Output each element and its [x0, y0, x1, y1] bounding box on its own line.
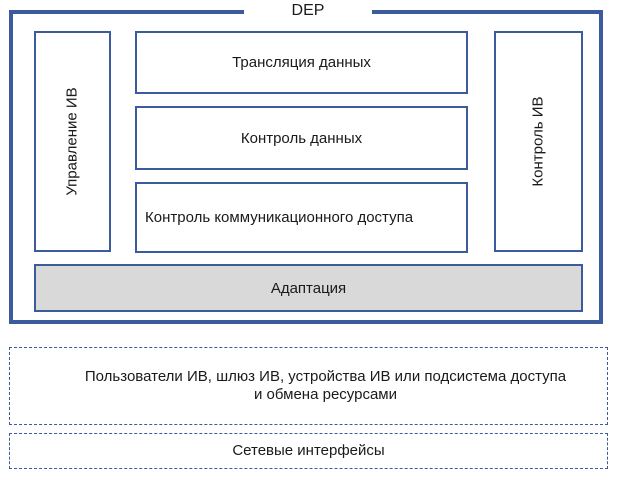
- users-gateway-line1: Пользователи ИВ, шлюз ИВ, устройства ИВ …: [84, 368, 567, 385]
- network-interfaces-label: Сетевые интерфейсы: [232, 442, 385, 459]
- adaptation-box: Адаптация: [34, 264, 583, 312]
- data-translation-box: Трансляция данных: [135, 31, 468, 94]
- management-label: Управление ИВ: [64, 87, 81, 196]
- adaptation-label: Адаптация: [270, 279, 347, 297]
- data-control-box: Контроль данных: [135, 106, 468, 170]
- communication-access-box: Контроль коммуникационного доступа: [135, 182, 468, 253]
- users-gateway-box: Пользователи ИВ, шлюз ИВ, устройства ИВ …: [9, 347, 608, 425]
- control-iv-box: Контроль ИВ: [494, 31, 583, 252]
- data-translation-label: Трансляция данных: [232, 54, 371, 71]
- dep-title: DEP: [244, 0, 372, 22]
- data-control-label: Контроль данных: [240, 129, 363, 147]
- communication-access-label: Контроль коммуникационного доступа: [145, 209, 414, 226]
- management-box: Управление ИВ: [34, 31, 111, 252]
- network-interfaces-box: Сетевые интерфейсы: [9, 433, 608, 469]
- control-iv-label: Контроль ИВ: [530, 96, 547, 187]
- users-gateway-line2: и обмена ресурсами: [254, 386, 397, 403]
